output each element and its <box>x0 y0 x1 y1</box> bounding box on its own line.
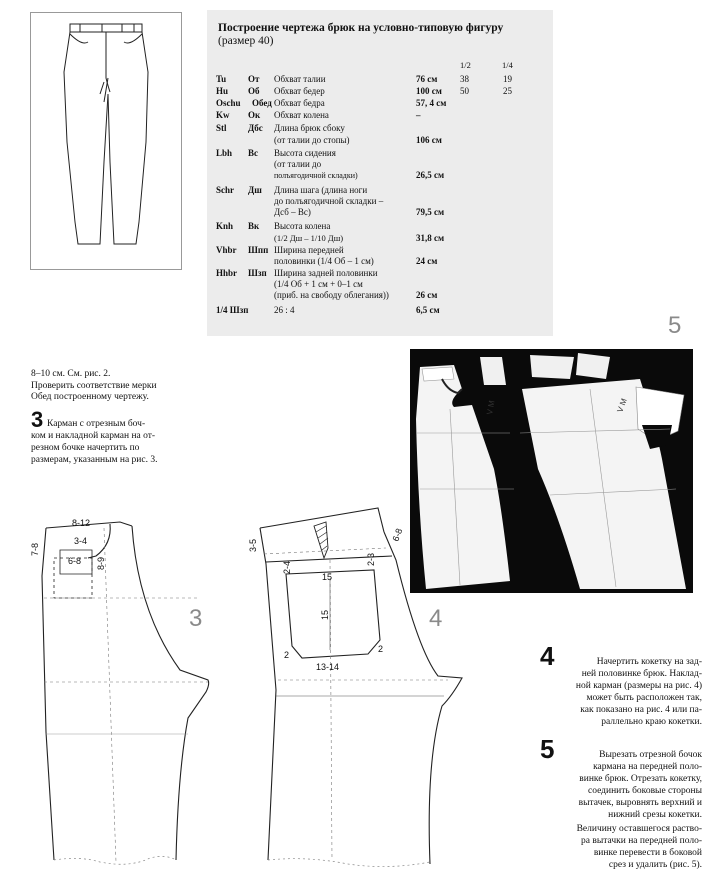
figure-3-number: 3 <box>189 605 203 632</box>
measurement-table-panel <box>207 10 553 336</box>
fig4-label-pocket-height: 15 <box>320 610 330 620</box>
fig4-label-bottom: 13-14 <box>316 662 339 672</box>
fig4-label-pocket-top: 15 <box>322 572 332 582</box>
fig3-label-side: 7-8 <box>30 543 40 556</box>
figure-4-back-pattern: 3-5 6-8 2-4 2-3 15 15 2 2 13-14 <box>238 500 478 887</box>
figure-5-number: 5 <box>668 312 682 339</box>
jeans-sketch-figure <box>30 12 182 270</box>
figure-4-number: 4 <box>429 605 443 632</box>
fig4-label-right: 6-8 <box>390 527 404 543</box>
fig3-label-top: 8-12 <box>72 518 90 528</box>
table-subtitle: (размер 40) <box>218 35 274 47</box>
fig3-label-pocket-h2: 8-9 <box>96 557 106 570</box>
step-4-number: 4 <box>540 641 555 671</box>
step-5-number: 5 <box>540 734 555 764</box>
step-3-number: 3 <box>31 407 44 432</box>
fig4-label-corner-right: 2 <box>378 644 383 654</box>
fig3-label-pocket-h1: 3-4 <box>74 536 87 546</box>
fig4-label-yoke-left: 2-4 <box>282 561 292 574</box>
fig4-label-left: 3-5 <box>248 539 258 552</box>
fig3-label-pocket-width: 6-8 <box>68 556 81 566</box>
svg-text:V M: V M <box>485 399 496 415</box>
figure-3-front-pattern: 8-12 7-8 6-8 3-4 8-9 <box>20 512 240 887</box>
fig4-label-yoke-right: 2-3 <box>366 553 376 566</box>
column-header-half: 1/2 <box>460 60 471 70</box>
note-paragraph: 8–10 см. См. рис. 2. Проверить соответст… <box>31 369 157 402</box>
fig4-label-corner-left: 2 <box>284 650 289 660</box>
column-header-quarter: 1/4 <box>502 60 513 70</box>
table-title: Построение чертежа брюк на условно-типов… <box>218 22 504 34</box>
figure-5-cut-pattern: V M V M <box>410 349 693 593</box>
